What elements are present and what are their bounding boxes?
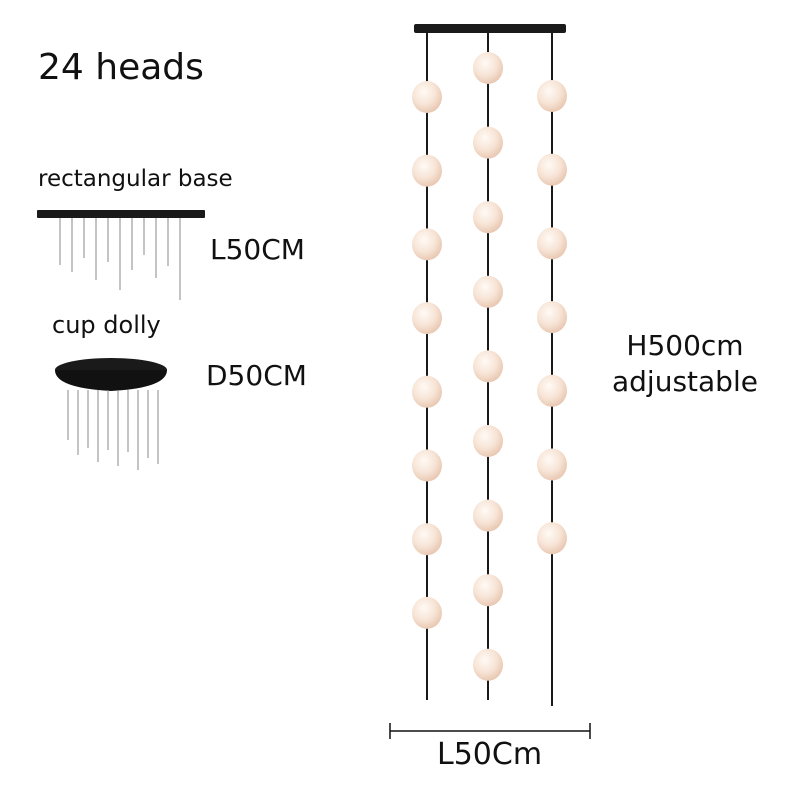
rectangular-base-wires [59,218,181,300]
height-note: adjustable [612,365,758,399]
length-dimension: L50Cm [437,737,543,772]
cup-dolly-canopy-body [55,370,167,391]
globe-head [537,448,567,481]
globe-head [473,275,503,308]
rectangular-base-label: rectangular base [38,166,233,192]
cup-dolly-wires [67,390,159,470]
globe-head [412,449,442,482]
globe-head [473,201,503,234]
globe-head [473,425,503,457]
height-dimension: H500cm adjustable [612,328,758,401]
globe-head [473,499,503,532]
ceiling-canopy [414,24,566,33]
globe-head [473,52,503,84]
globe-head [412,81,442,113]
globe-head [537,80,567,112]
globe-head [412,302,442,335]
cup-dolly-dimension: D50CM [206,359,307,392]
rectangular-base-dimension: L50CM [210,233,305,266]
cup-dolly-label: cup dolly [52,311,161,339]
length-dimension-line [389,723,591,739]
globe-head [537,522,567,555]
rectangular-base-plate [37,210,205,218]
pendant-strand [412,33,442,700]
globe-head [537,153,567,186]
globe-head [473,574,503,607]
cup-dolly-drawing [55,358,167,470]
globe-head [473,648,503,681]
globe-head [473,126,503,159]
height-value: H500cm [626,329,744,362]
pendant-strands [412,33,567,706]
pendant-strand [537,33,567,706]
rectangular-base-drawing [37,210,205,300]
globe-head [537,227,567,260]
pendant-strand [473,33,503,700]
product-title: 24 heads [38,47,204,88]
globe-head [537,301,567,334]
pendant-drawing [412,24,567,706]
globe-head [412,523,442,556]
globe-head [412,154,442,187]
globe-head [537,374,567,407]
globe-head [412,228,442,261]
globe-head [412,596,442,629]
globe-head [412,375,442,408]
globe-head [473,350,503,383]
